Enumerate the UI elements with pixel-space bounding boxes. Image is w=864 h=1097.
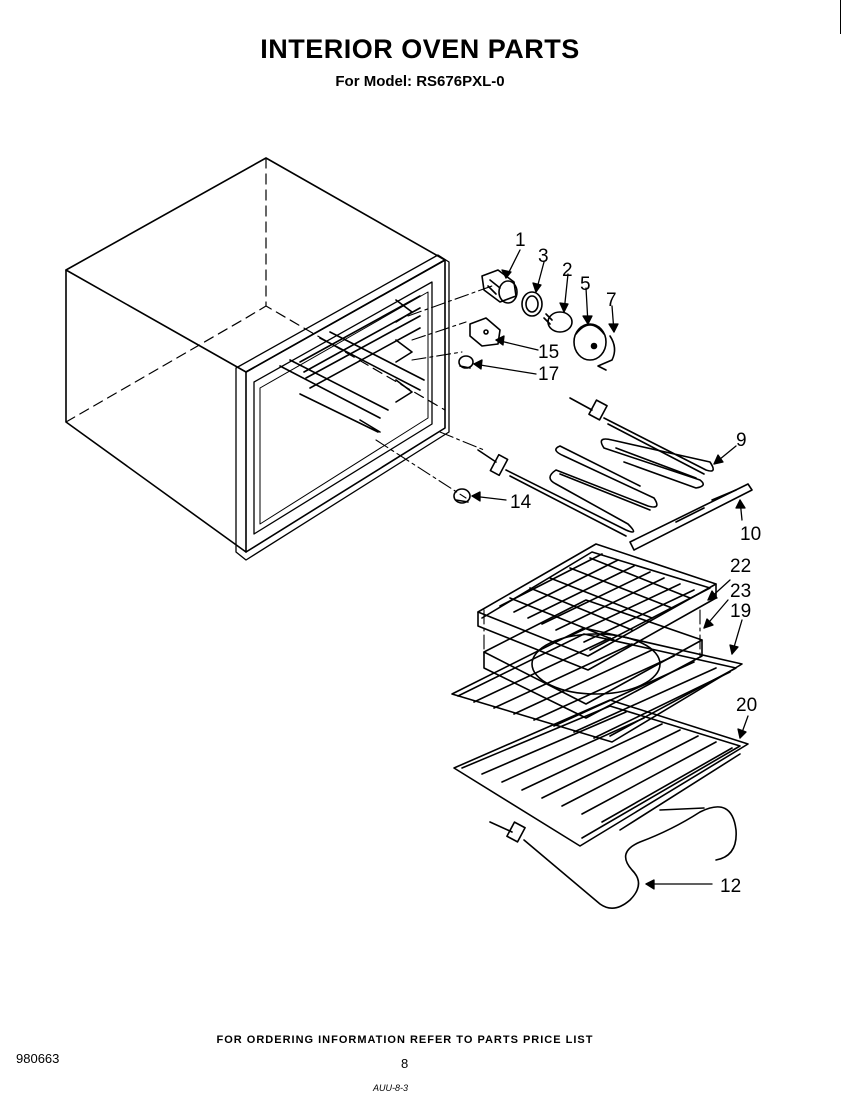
broil-element-part — [569, 397, 714, 489]
callout-5: 5 — [580, 274, 591, 295]
plug-button-lower-part — [453, 488, 471, 504]
callout-23: 23 — [730, 581, 751, 602]
broiler-pan-part — [483, 599, 703, 719]
light-bulb-part — [543, 311, 573, 333]
oven-rack-upper-part — [451, 627, 743, 743]
lens-cover-part — [573, 323, 607, 361]
page-title: INTERIOR OVEN PARTS — [260, 34, 580, 64]
plug-button-part — [458, 355, 474, 369]
lamp-socket-part — [481, 269, 518, 304]
date-code: AUU-8-3 — [373, 1083, 409, 1093]
callout-1: 1 — [515, 230, 526, 251]
corner-mark — [840, 0, 841, 34]
ordering-info-note: FOR ORDERING INFORMATION REFER TO PARTS … — [216, 1034, 594, 1046]
callout-19: 19 — [730, 601, 751, 622]
broiler-grid-part — [477, 543, 717, 671]
bake-element-part — [477, 445, 753, 551]
leader-lines — [471, 249, 749, 890]
callout-15: 15 — [538, 342, 559, 363]
document-number: 980663 — [16, 1051, 60, 1066]
model-subtitle: For Model: RS676PXL-0 — [335, 73, 505, 90]
oven-cavity — [65, 157, 450, 561]
callout-9: 9 — [736, 430, 747, 451]
callout-22: 22 — [730, 556, 751, 577]
callout-17: 17 — [538, 364, 559, 385]
bracket-part — [469, 317, 501, 347]
callout-3: 3 — [538, 246, 549, 267]
callout-12: 12 — [720, 876, 741, 897]
callout-labels: 1 3 2 5 7 15 17 9 14 10 22 23 19 20 12 — [510, 230, 761, 897]
alignment-lines — [375, 285, 701, 661]
callout-20: 20 — [736, 695, 757, 716]
wire-clip-part — [597, 335, 616, 371]
oven-rack-lower-part — [453, 699, 749, 847]
temperature-sensor-part — [489, 806, 737, 909]
callout-10: 10 — [740, 524, 761, 545]
page-number: 8 — [401, 1056, 409, 1071]
callout-7: 7 — [606, 290, 617, 311]
callout-14: 14 — [510, 492, 532, 513]
gasket-ring-part — [521, 291, 543, 317]
callout-2: 2 — [562, 260, 573, 281]
